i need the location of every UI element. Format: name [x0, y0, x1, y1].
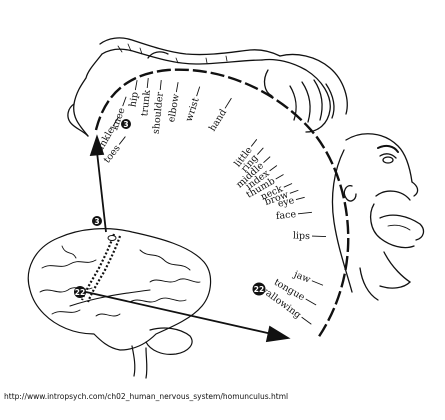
label-hip: hip: [127, 80, 141, 108]
label-text-hand: hand: [207, 107, 229, 133]
label-text-hip: hip: [127, 91, 140, 108]
area-badge-brain-lower-label: 22: [75, 288, 85, 297]
label-tick-hip: [134, 80, 138, 91]
label-text-jaw: jaw: [291, 269, 312, 286]
area-badge-brain-upper-label: 3: [94, 217, 99, 226]
cortex-marker: [107, 235, 117, 241]
brain: [27, 228, 212, 379]
label-tick-toes: [118, 136, 126, 145]
area-badge-cortex-lower-label: 22: [254, 285, 264, 294]
label-eye: eye: [277, 195, 305, 210]
label-tick-middle: [263, 156, 271, 163]
label-tick-swallowing: [301, 316, 312, 325]
label-elbow: elbow: [166, 82, 182, 123]
area-badge-top: 3: [121, 119, 131, 129]
label-text-face: face: [275, 209, 297, 222]
label-text-lips: lips: [293, 230, 311, 242]
label-tick-face: [297, 211, 312, 215]
area-badge-brain-lower: 22: [74, 286, 86, 298]
label-tick-brow: [289, 189, 299, 194]
area-badge-cortex-lower: 22: [252, 282, 266, 296]
source-url: http://www.intropsych.com/ch02_human_ner…: [4, 392, 289, 401]
label-tick-ring: [257, 147, 264, 155]
label-tick-thumb: [275, 174, 284, 180]
label-tick-elbow: [175, 82, 179, 93]
label-trunk: trunk: [139, 78, 153, 117]
label-tick-jaw: [311, 280, 324, 286]
label-tick-wrist: [196, 86, 201, 97]
label-tick-eye: [295, 196, 305, 200]
label-tick-knee: [122, 96, 127, 107]
label-tick-index: [269, 165, 278, 172]
label-lips: lips: [293, 230, 327, 242]
projection-arrows: [85, 134, 291, 343]
cortex-arc: [94, 68, 350, 339]
label-tick-shoulder: [159, 80, 162, 91]
label-tick-hand: [224, 97, 232, 109]
label-text-elbow: elbow: [166, 93, 182, 123]
label-shoulder: shoulder: [151, 80, 166, 135]
label-hand: hand: [207, 97, 232, 134]
label-text-eye: eye: [277, 195, 296, 210]
label-tick-tongue: [305, 298, 317, 306]
label-text-trunk: trunk: [139, 89, 153, 117]
label-tick-trunk: [146, 78, 149, 89]
label-text-wrist: wrist: [184, 96, 202, 123]
area-badge-brain-upper: 3: [92, 216, 102, 226]
label-face: face: [275, 209, 312, 222]
area-badge-top-label: 3: [123, 120, 128, 129]
homunculus-body: [67, 37, 348, 137]
label-tick-little: [250, 139, 258, 147]
label-text-shoulder: shoulder: [151, 91, 166, 134]
homunculus-face: [331, 133, 425, 301]
label-tick-ankle: [112, 117, 119, 127]
label-tick-neck: [283, 183, 293, 188]
label-wrist: wrist: [184, 86, 202, 123]
